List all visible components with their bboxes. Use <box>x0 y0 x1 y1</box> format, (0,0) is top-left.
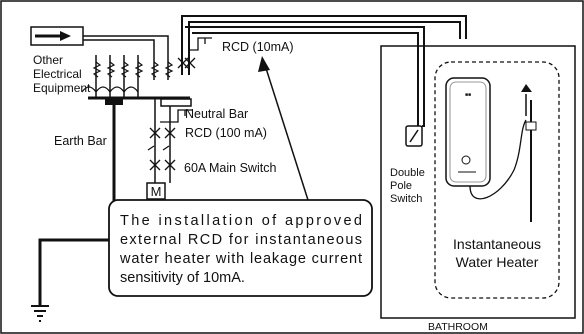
rcd-10ma-label: RCD (10mA) <box>222 40 294 54</box>
note-line-4: sensitivity of 10mA. <box>120 270 245 286</box>
other-equipment-label-3: Equipment <box>33 81 91 95</box>
main-switch-label: 60A Main Switch <box>184 161 276 175</box>
note-line-1: The installation of approved <box>120 213 362 229</box>
other-equipment-label-1: Other <box>33 53 63 67</box>
svg-text:■■: ■■ <box>465 92 471 98</box>
other-equipment-label-2: Electrical <box>33 67 82 81</box>
neutral-bar-label: Neutral Bar <box>185 107 248 121</box>
annotation-arrow <box>258 56 309 201</box>
double-pole-switch-label-3: Switch <box>390 193 422 205</box>
shower-rail <box>469 84 537 222</box>
double-pole-switch-label-1: Double <box>390 167 425 179</box>
meter: M <box>146 182 166 200</box>
heater-circuit-cables <box>181 15 467 128</box>
rcd-100ma-symbol <box>149 109 192 139</box>
heater-zone-dashed <box>434 61 560 299</box>
main-switch-symbol <box>147 145 176 171</box>
rcd-100ma-label: RCD (100 mA) <box>185 126 267 140</box>
double-pole-switch <box>405 125 423 147</box>
note-box <box>108 199 373 297</box>
water-heater-unit: ■■ <box>445 77 491 187</box>
meter-label: M <box>151 184 162 199</box>
bathroom-label: BATHROOM <box>428 321 488 333</box>
double-pole-switch-label-2: Pole <box>390 180 412 192</box>
heater-label-1: Instantaneous <box>453 236 541 252</box>
earth-bar <box>38 98 123 305</box>
heater-label-2: Water Heater <box>456 254 539 270</box>
note-line-2: external RCD for instantaneous <box>120 232 362 248</box>
earth-bar-label: Earth Bar <box>54 134 107 148</box>
earth-symbol <box>31 305 49 322</box>
bathroom-wall <box>380 45 576 319</box>
rcd-10ma-symbol <box>177 37 212 69</box>
note-line-3: water heater with leakage current <box>119 251 362 267</box>
other-equipment-unit <box>30 26 169 80</box>
branch-circuit-breakers <box>81 55 174 98</box>
neutral-bar <box>160 98 192 107</box>
